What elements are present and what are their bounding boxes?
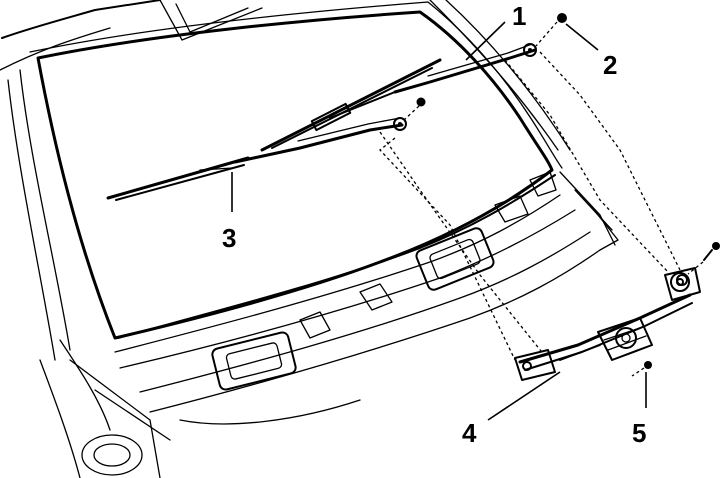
callout-3: 3 [222, 223, 236, 253]
callout-1: 1 [512, 1, 526, 31]
vehicle-body [0, 0, 619, 478]
wiper-linkage-motor [514, 267, 701, 381]
nut-lower [416, 97, 426, 107]
bolt-right [703, 242, 720, 261]
leader-2 [565, 23, 599, 51]
leader-4 [487, 371, 561, 421]
wiper-arm-lower [106, 117, 407, 201]
nut-upper [557, 13, 567, 23]
callout-2: 2 [603, 50, 617, 80]
alignment-lines [379, 51, 681, 361]
bolt-lower [644, 361, 652, 369]
windshield [36, 10, 554, 340]
callout-5: 5 [632, 418, 646, 448]
leader-1 [465, 21, 506, 61]
callout-4: 4 [462, 418, 477, 448]
wiper-arm-upper [260, 43, 537, 152]
